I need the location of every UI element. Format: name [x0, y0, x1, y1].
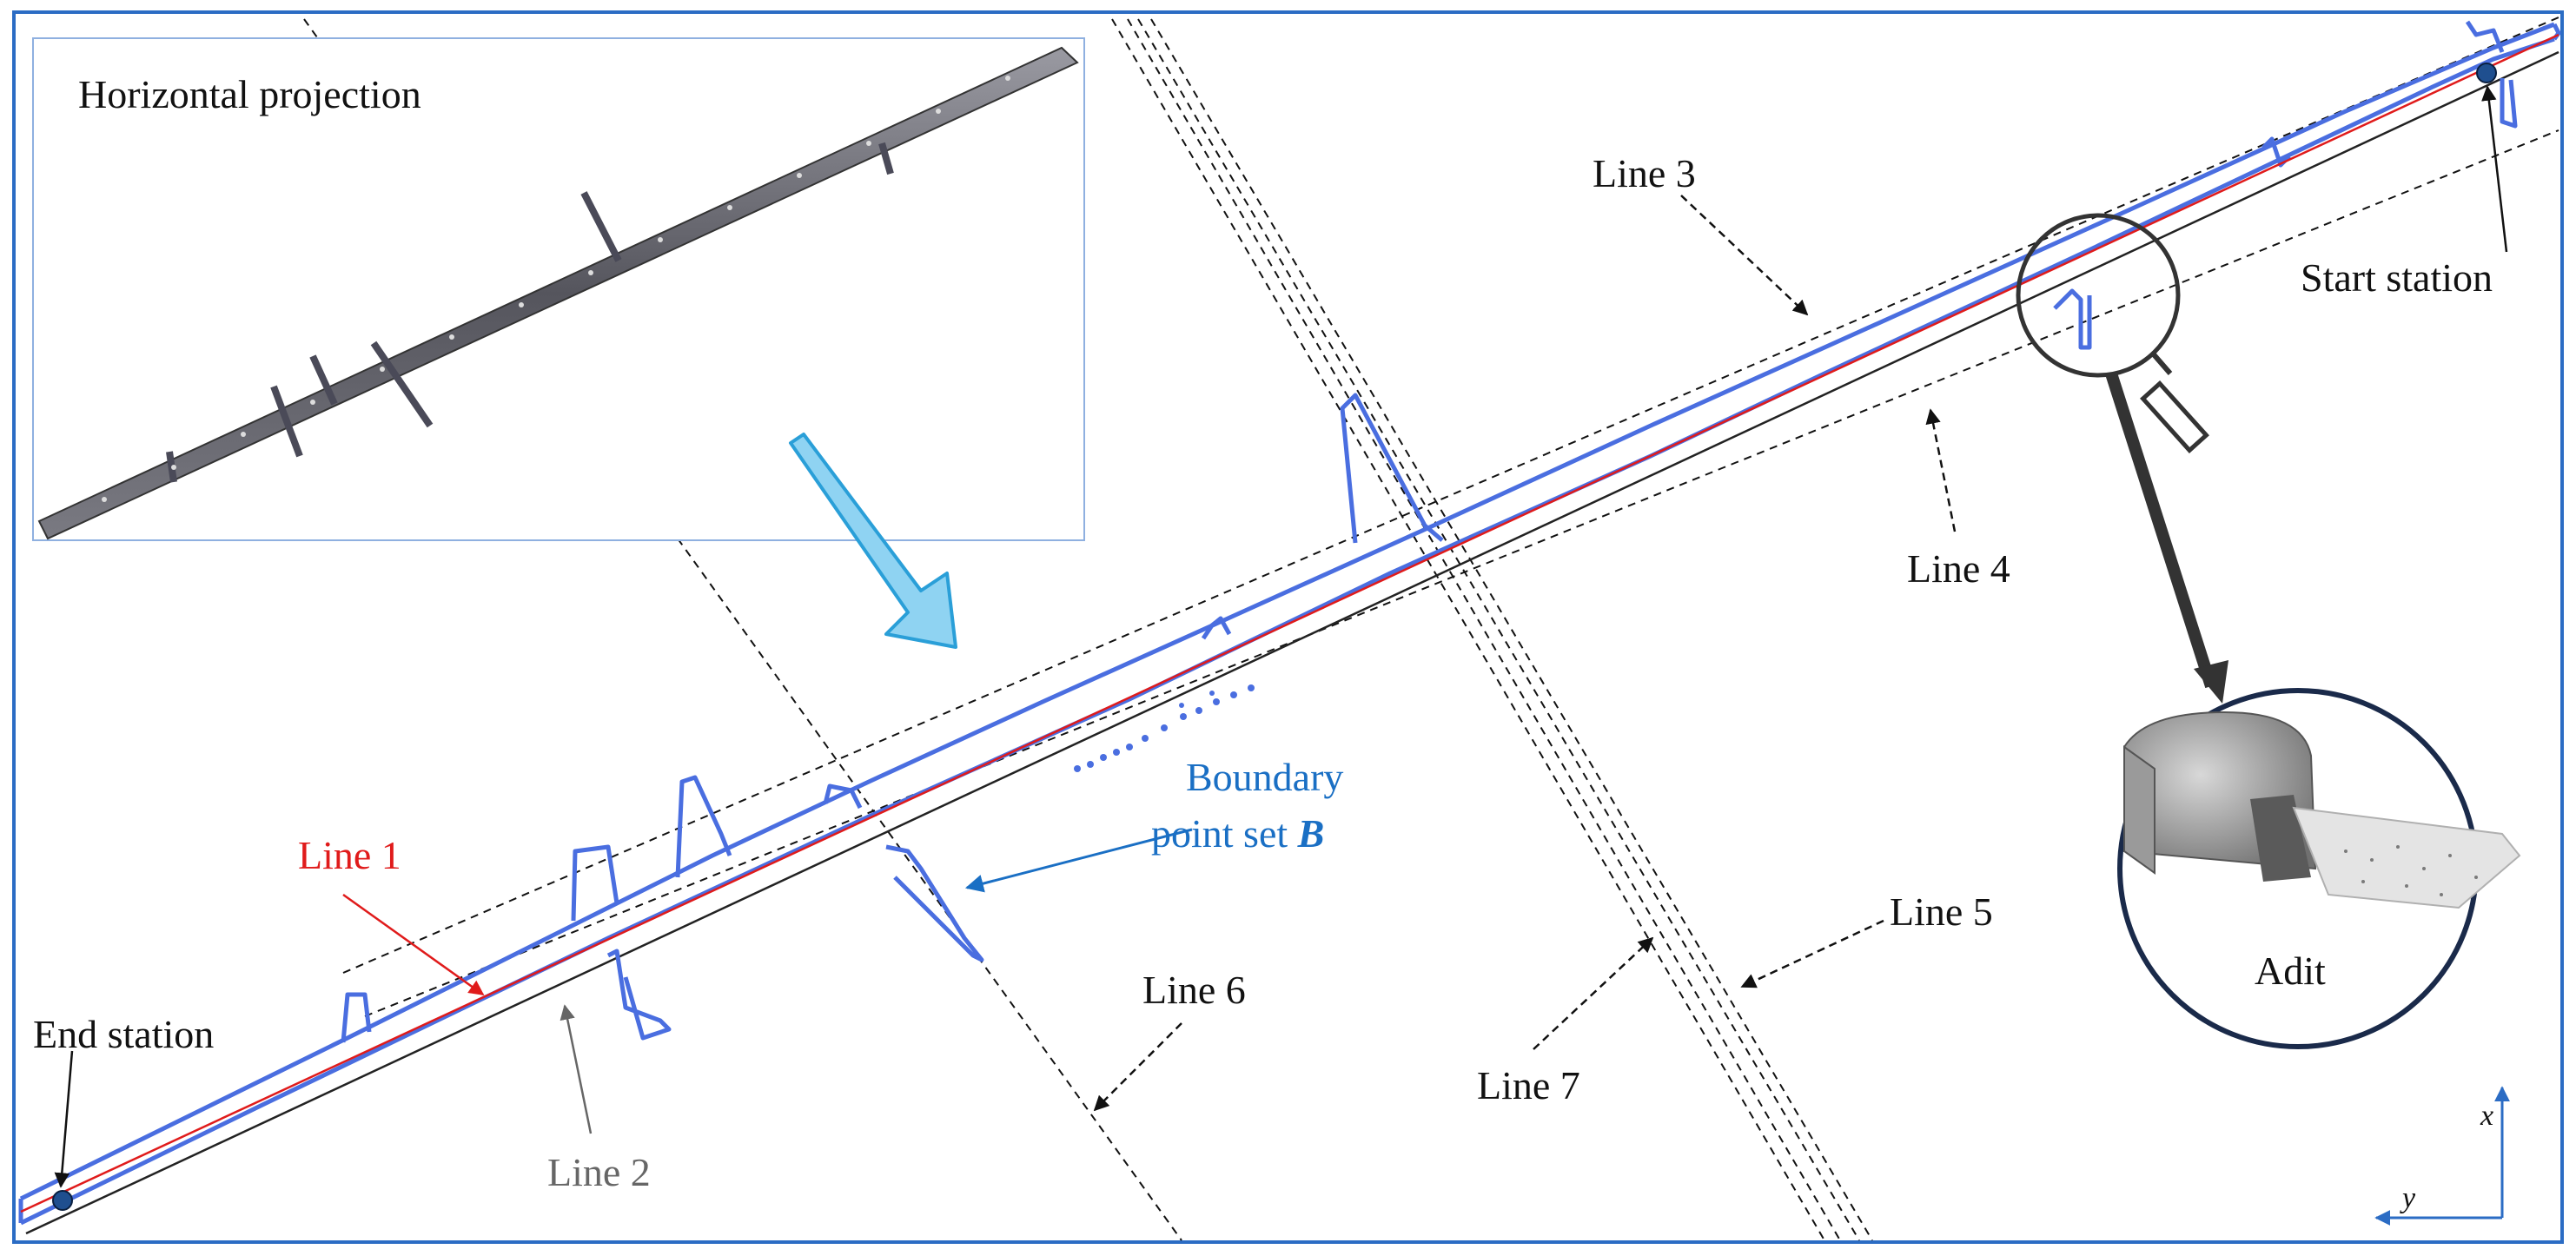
start-station-marker — [2476, 63, 2497, 83]
branch-4 — [675, 775, 732, 878]
inset-tunnel — [37, 46, 1079, 540]
arrow-line6 — [1093, 1022, 1182, 1112]
label-line5: Line 5 — [1890, 889, 1993, 934]
adit-label: Adit — [2255, 949, 2326, 993]
label-boundary-point-set: Boundary point set B — [1151, 755, 1343, 856]
arrow-line5 — [1740, 919, 1884, 988]
label-line3: Line 3 — [1593, 151, 1696, 195]
line6-dashed — [677, 538, 1182, 1241]
label-start-station: Start station — [2301, 255, 2493, 300]
inset-tunnel-dots — [102, 76, 1010, 502]
branch-11 — [2500, 78, 2518, 129]
label-arrows — [54, 85, 2508, 1188]
arrow-end-station — [54, 1050, 74, 1188]
label-line6: Line 6 — [1142, 968, 1246, 1012]
branch-7 — [1201, 616, 1232, 640]
projection-arrow-icon — [789, 433, 957, 649]
arrow-boundary — [964, 828, 1193, 893]
inset-horizontal-projection: Horizontal projection — [32, 37, 1085, 541]
label-line7: Line 7 — [1477, 1063, 1580, 1107]
arrow-line1 — [342, 893, 485, 996]
outer-frame — [12, 10, 2564, 1244]
branch-2 — [571, 844, 619, 922]
branch-1 — [341, 992, 372, 1043]
svg-text:point set B: point set B — [1151, 811, 1324, 856]
svg-text:Boundary: Boundary — [1186, 755, 1343, 799]
arrow-line2 — [560, 1004, 593, 1134]
branch-9 — [2053, 288, 2092, 350]
arrow-line3 — [1680, 195, 1809, 316]
inset-tunnel-branches — [166, 142, 894, 483]
y-axis-label: y — [2400, 1182, 2416, 1214]
line7-dashed-b — [1150, 18, 1873, 1241]
adit-detail: Adit — [2117, 688, 2521, 1049]
branch-5 — [823, 783, 863, 810]
line4-dashed — [364, 129, 2559, 1017]
branch-12 — [2465, 20, 2505, 53]
end-station-marker — [52, 1190, 73, 1211]
line5-dashed-a — [1111, 18, 1825, 1241]
label-line4: Line 4 — [1907, 546, 2010, 591]
label-line2: Line 2 — [547, 1150, 651, 1194]
inset-title: Horizontal projection — [78, 72, 421, 116]
adit-pointcloud-icon — [2123, 711, 2521, 909]
axis-indicator: x y — [2374, 1086, 2510, 1226]
branch-3 — [606, 949, 672, 1041]
arrow-line7 — [1533, 936, 1654, 1050]
line7-dashed-a — [1137, 18, 1860, 1241]
arrow-start-station — [2481, 85, 2508, 253]
line1-red — [20, 33, 2559, 1213]
branch-8 — [1340, 393, 1444, 544]
label-line1: Line 1 — [298, 833, 401, 877]
boundary-scatter — [1074, 684, 1255, 772]
x-axis-label: x — [2480, 1100, 2493, 1132]
label-end-station: End station — [33, 1012, 214, 1056]
magnifier-icon — [2016, 213, 2228, 704]
boundary-upper-edge — [19, 22, 2555, 1201]
line5-dashed-b — [1127, 18, 1841, 1241]
arrow-line4 — [1925, 408, 1957, 532]
branch-6 — [885, 844, 984, 962]
line2-solid — [25, 50, 2559, 1235]
